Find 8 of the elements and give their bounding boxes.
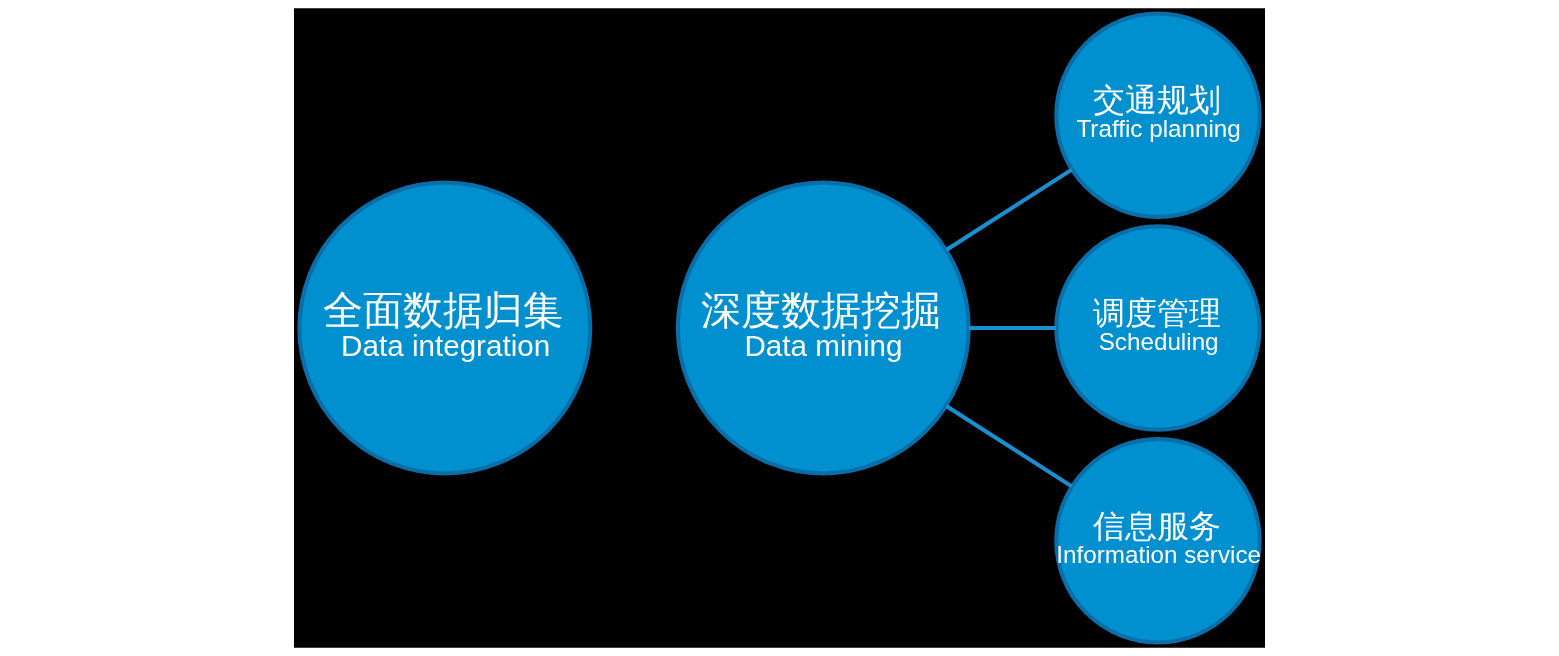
node-circle: 交通规划 Traffic planning: [1054, 11, 1262, 219]
connector: [945, 404, 1073, 489]
node-circle: 全面数据归集 Data integration: [297, 180, 593, 476]
node-circle: 调度管理 Scheduling: [1054, 224, 1262, 432]
node-circle: 信息服务 Information service: [1054, 437, 1262, 645]
connector: [945, 167, 1073, 252]
connector: [968, 326, 1056, 330]
node-circle: 深度数据挖掘 Data mining: [675, 180, 971, 476]
